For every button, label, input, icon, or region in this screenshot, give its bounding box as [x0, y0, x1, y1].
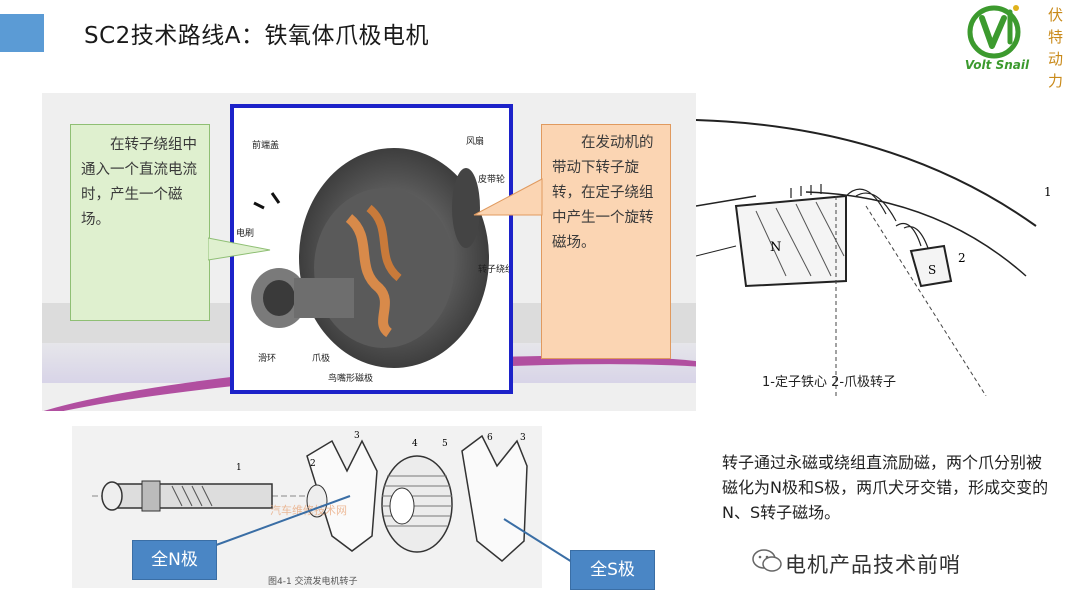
wechat-icon: [752, 549, 782, 572]
ref-6: 6: [487, 433, 493, 443]
wechat-account-name: 电机产品技术前哨: [785, 553, 961, 577]
label-claw-pole: 爪极: [312, 352, 330, 364]
volt-snail-logo-icon: [967, 5, 1021, 59]
title-accent-bar: [0, 14, 44, 52]
label-bird-beak-plate: 鸟嘴形磁极: [328, 372, 373, 384]
tag-full-s-pole: 全S极: [570, 550, 655, 590]
logo-cn-text: 伏特动力: [1048, 6, 1064, 90]
tag-full-n-pole: 全N极: [132, 540, 217, 580]
ref-2: 2: [310, 459, 316, 469]
label-pulley: 皮带轮: [478, 173, 505, 185]
diagram3-caption: 图4-1 交流发电机转子: [268, 575, 358, 587]
ref-5: 5: [442, 439, 448, 449]
ref-4: 4: [412, 439, 418, 449]
ref-3: 3: [354, 431, 360, 441]
ref-label-2: 2: [958, 251, 966, 265]
alternator-cutaway-image: 前端盖 风扇 皮带轮 电刷 转子绕组 滑环 爪极 鸟嘴形磁极: [236, 135, 514, 384]
label-brush: 电刷: [236, 227, 254, 239]
label-fan: 风扇: [466, 135, 484, 147]
label-rotor-winding: 转子绕组: [478, 263, 509, 275]
brand-logo: Volt Snail 伏特动力: [952, 2, 1072, 90]
label-front-cover: 前端盖: [252, 139, 279, 151]
rotor-description: 转子通过永磁或绕组直流励磁，两个爪分别被磁化为N极和S极，两爪犬牙交错，形成交变…: [722, 453, 1049, 522]
diagram2-caption: 1-定子铁心 2-爪极转子: [762, 375, 896, 390]
label-slip-ring: 滑环: [258, 353, 276, 364]
logo-brand-text: Volt Snail: [964, 58, 1030, 72]
s-pole-pointer: [503, 518, 581, 568]
ref-1: 1: [236, 463, 242, 473]
ref-7: 3: [520, 433, 526, 443]
s-pole-label: S: [928, 263, 936, 277]
watermark-text: 汽车维修技术网: [270, 503, 347, 517]
n-pole-pointer: [207, 495, 351, 549]
callout-right-pointer: [473, 178, 543, 216]
claw-pole-field-diagram: N S 1 2 1-定子铁心 2-爪极转子: [695, 96, 1080, 397]
ref-label-1: 1: [1044, 185, 1052, 199]
slide-title: SC2技术路线A：铁氧体爪极电机: [84, 23, 430, 49]
alternator-illustration: 前端盖 风扇 皮带轮 电刷 转子绕组 滑环 爪极 鸟嘴形磁极: [230, 104, 514, 394]
callout-rotor-current: 在转子绕组中通入一个直流电流时，产生一个磁场。: [70, 124, 210, 321]
n-pole-label: N: [770, 240, 781, 255]
callout-left-pointer: [208, 237, 271, 261]
callout-engine-drive: 在发动机的带动下转子旋转，在定子绕组中产生一个旋转磁场。: [541, 124, 671, 359]
